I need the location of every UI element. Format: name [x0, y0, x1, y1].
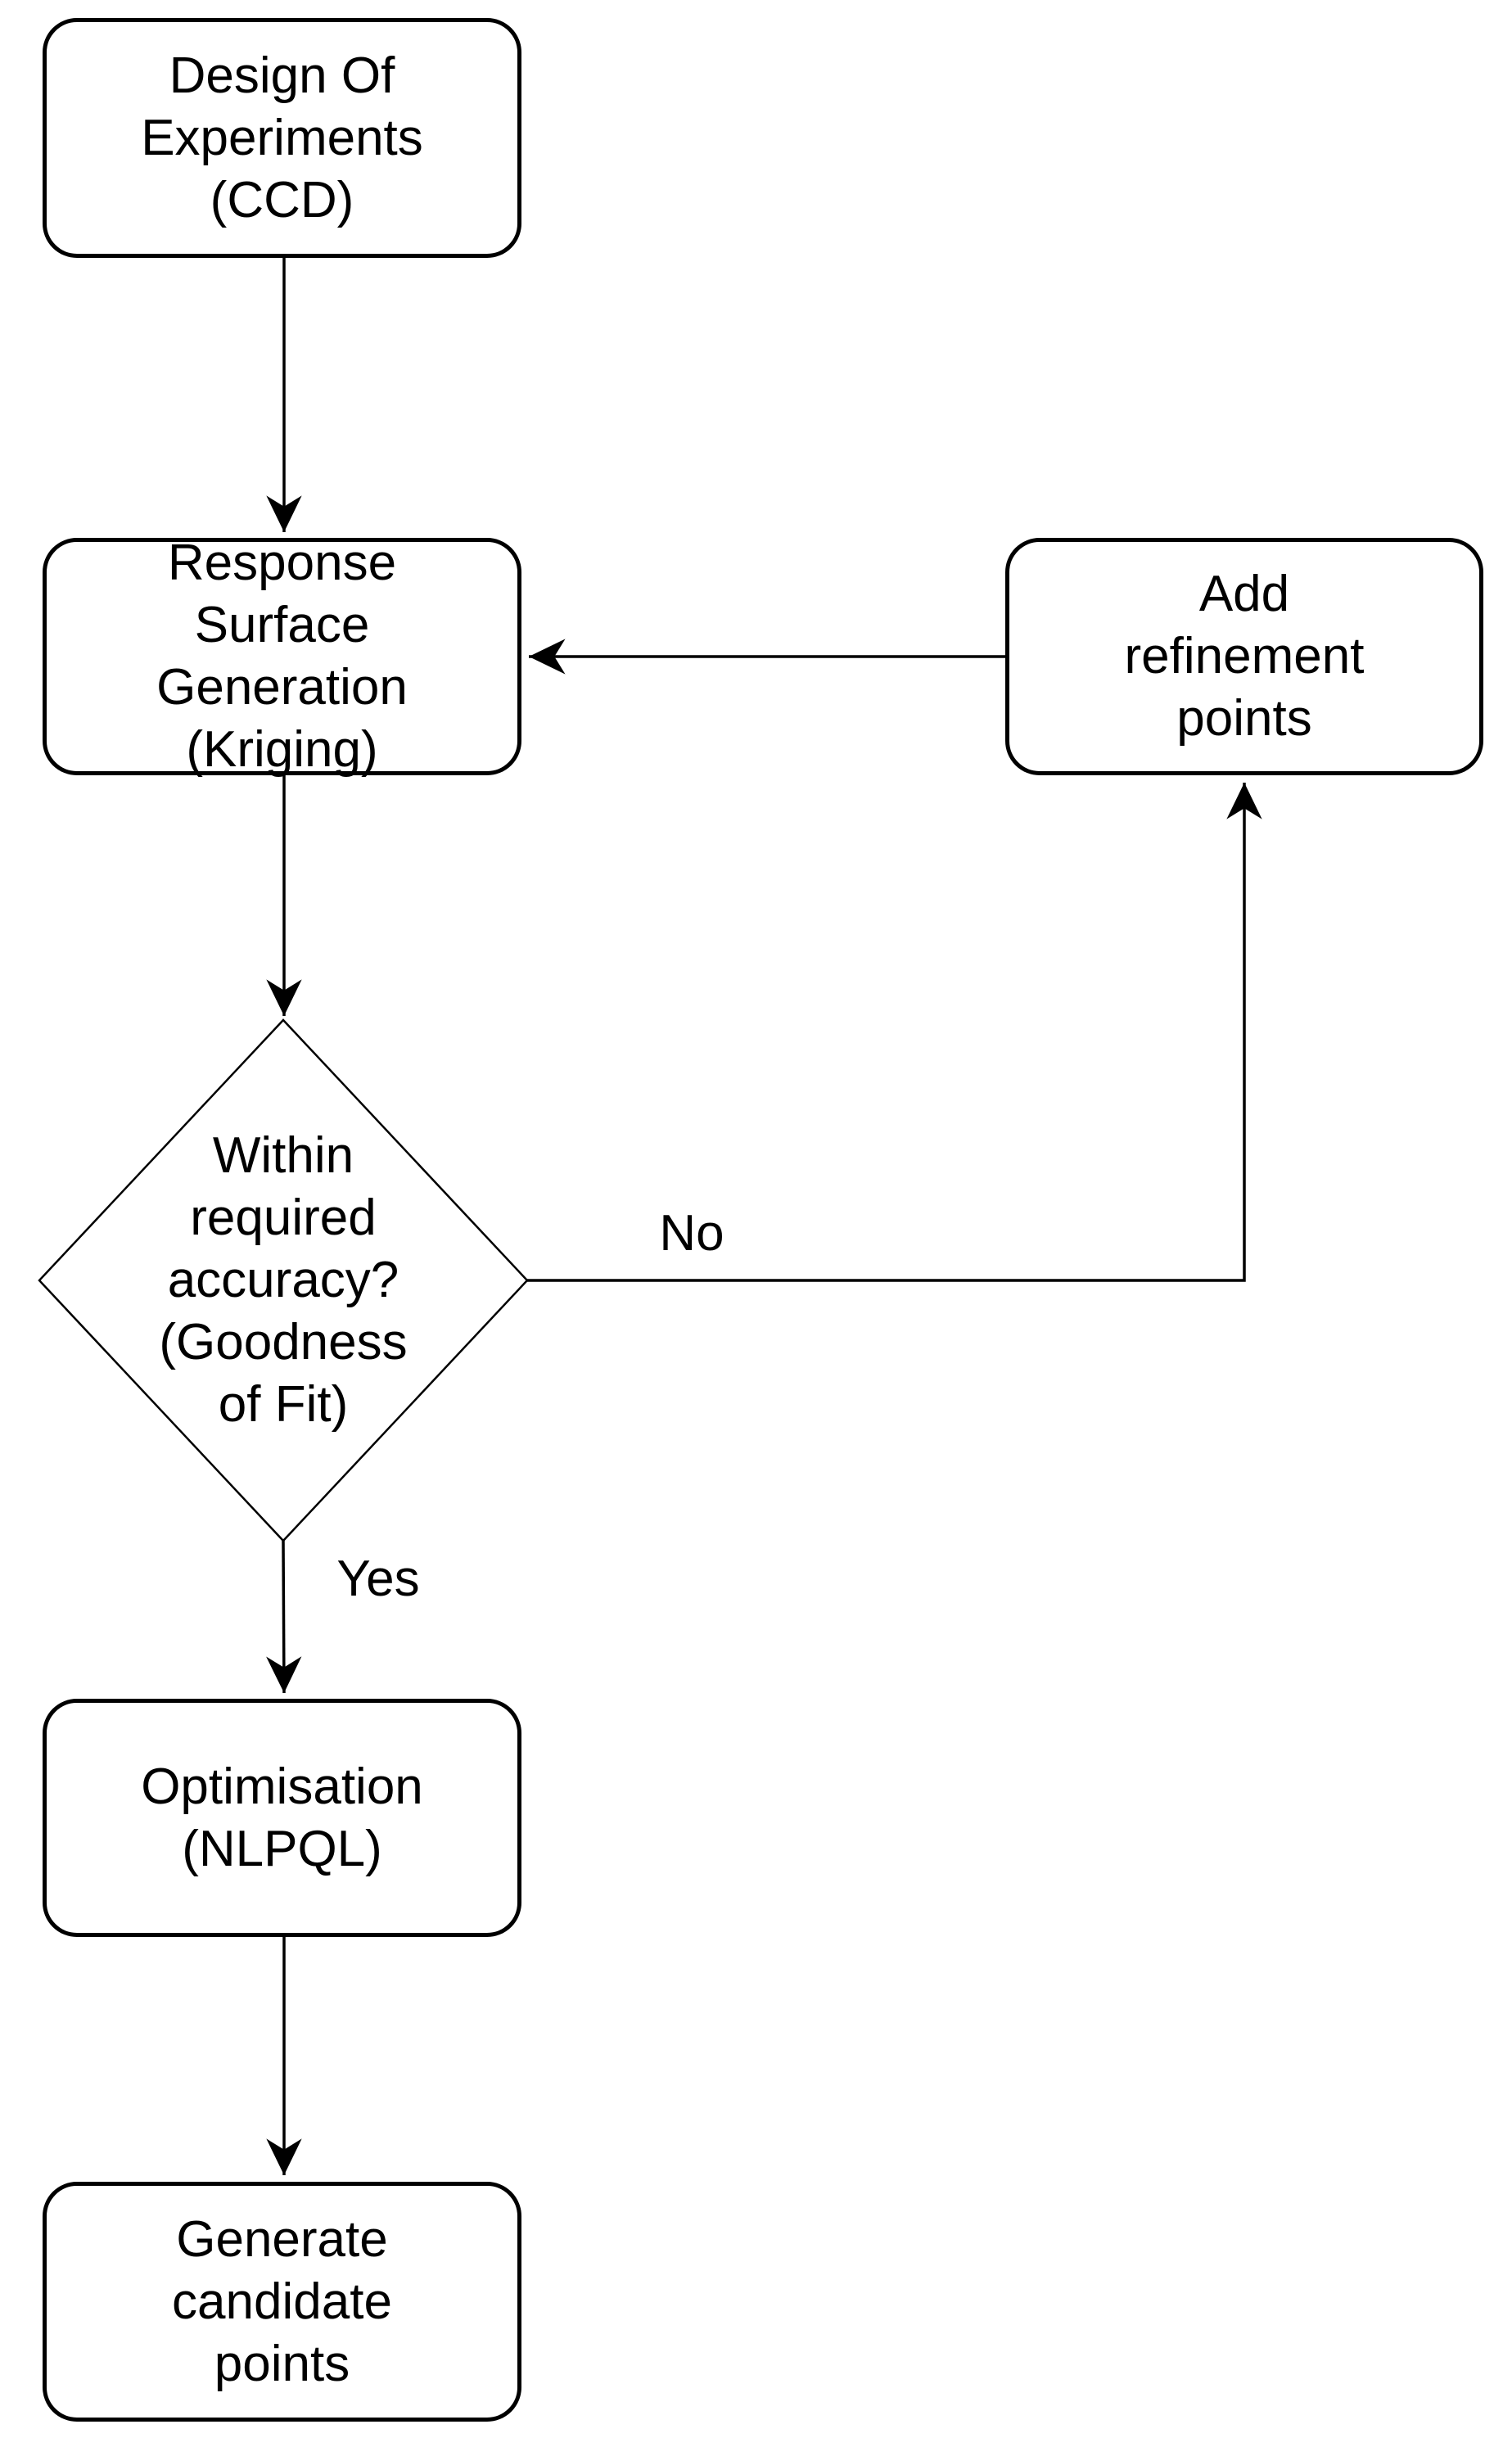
node-within-required-accuracy: Within required accuracy? (Goodness of F… [54, 1104, 512, 1457]
edge-label-yes: Yes [336, 1551, 420, 1607]
edge-decision-yes-to-optimisation [266, 1540, 302, 1694]
node-optimisation: Optimisation (NLPQL) [43, 1699, 521, 1937]
decision-diamond-outline [38, 1018, 529, 1542]
node-within-required-accuracy-label: Within required accuracy? (Goodness of F… [159, 1127, 408, 1433]
edge-decision-no-to-refinement [527, 783, 1262, 1282]
node-design-of-experiments-label: Design Of Experiments (CCD) [141, 47, 423, 228]
edge-label-no: No [659, 1205, 724, 1262]
node-response-surface-generation-label: Response Surface Generation (Kriging) [156, 535, 408, 778]
node-design-of-experiments: Design Of Experiments (CCD) [43, 18, 521, 258]
node-add-refinement-points: Add refinement points [1005, 538, 1483, 775]
node-generate-candidate-points: Generate candidate points [43, 2182, 521, 2422]
node-generate-candidate-points-label: Generate candidate points [172, 2210, 392, 2392]
node-optimisation-label: Optimisation (NLPQL) [141, 1758, 423, 1877]
node-add-refinement-points-label: Add refinement points [1124, 566, 1365, 747]
node-response-surface-generation: Response Surface Generation (Kriging) [43, 535, 521, 778]
